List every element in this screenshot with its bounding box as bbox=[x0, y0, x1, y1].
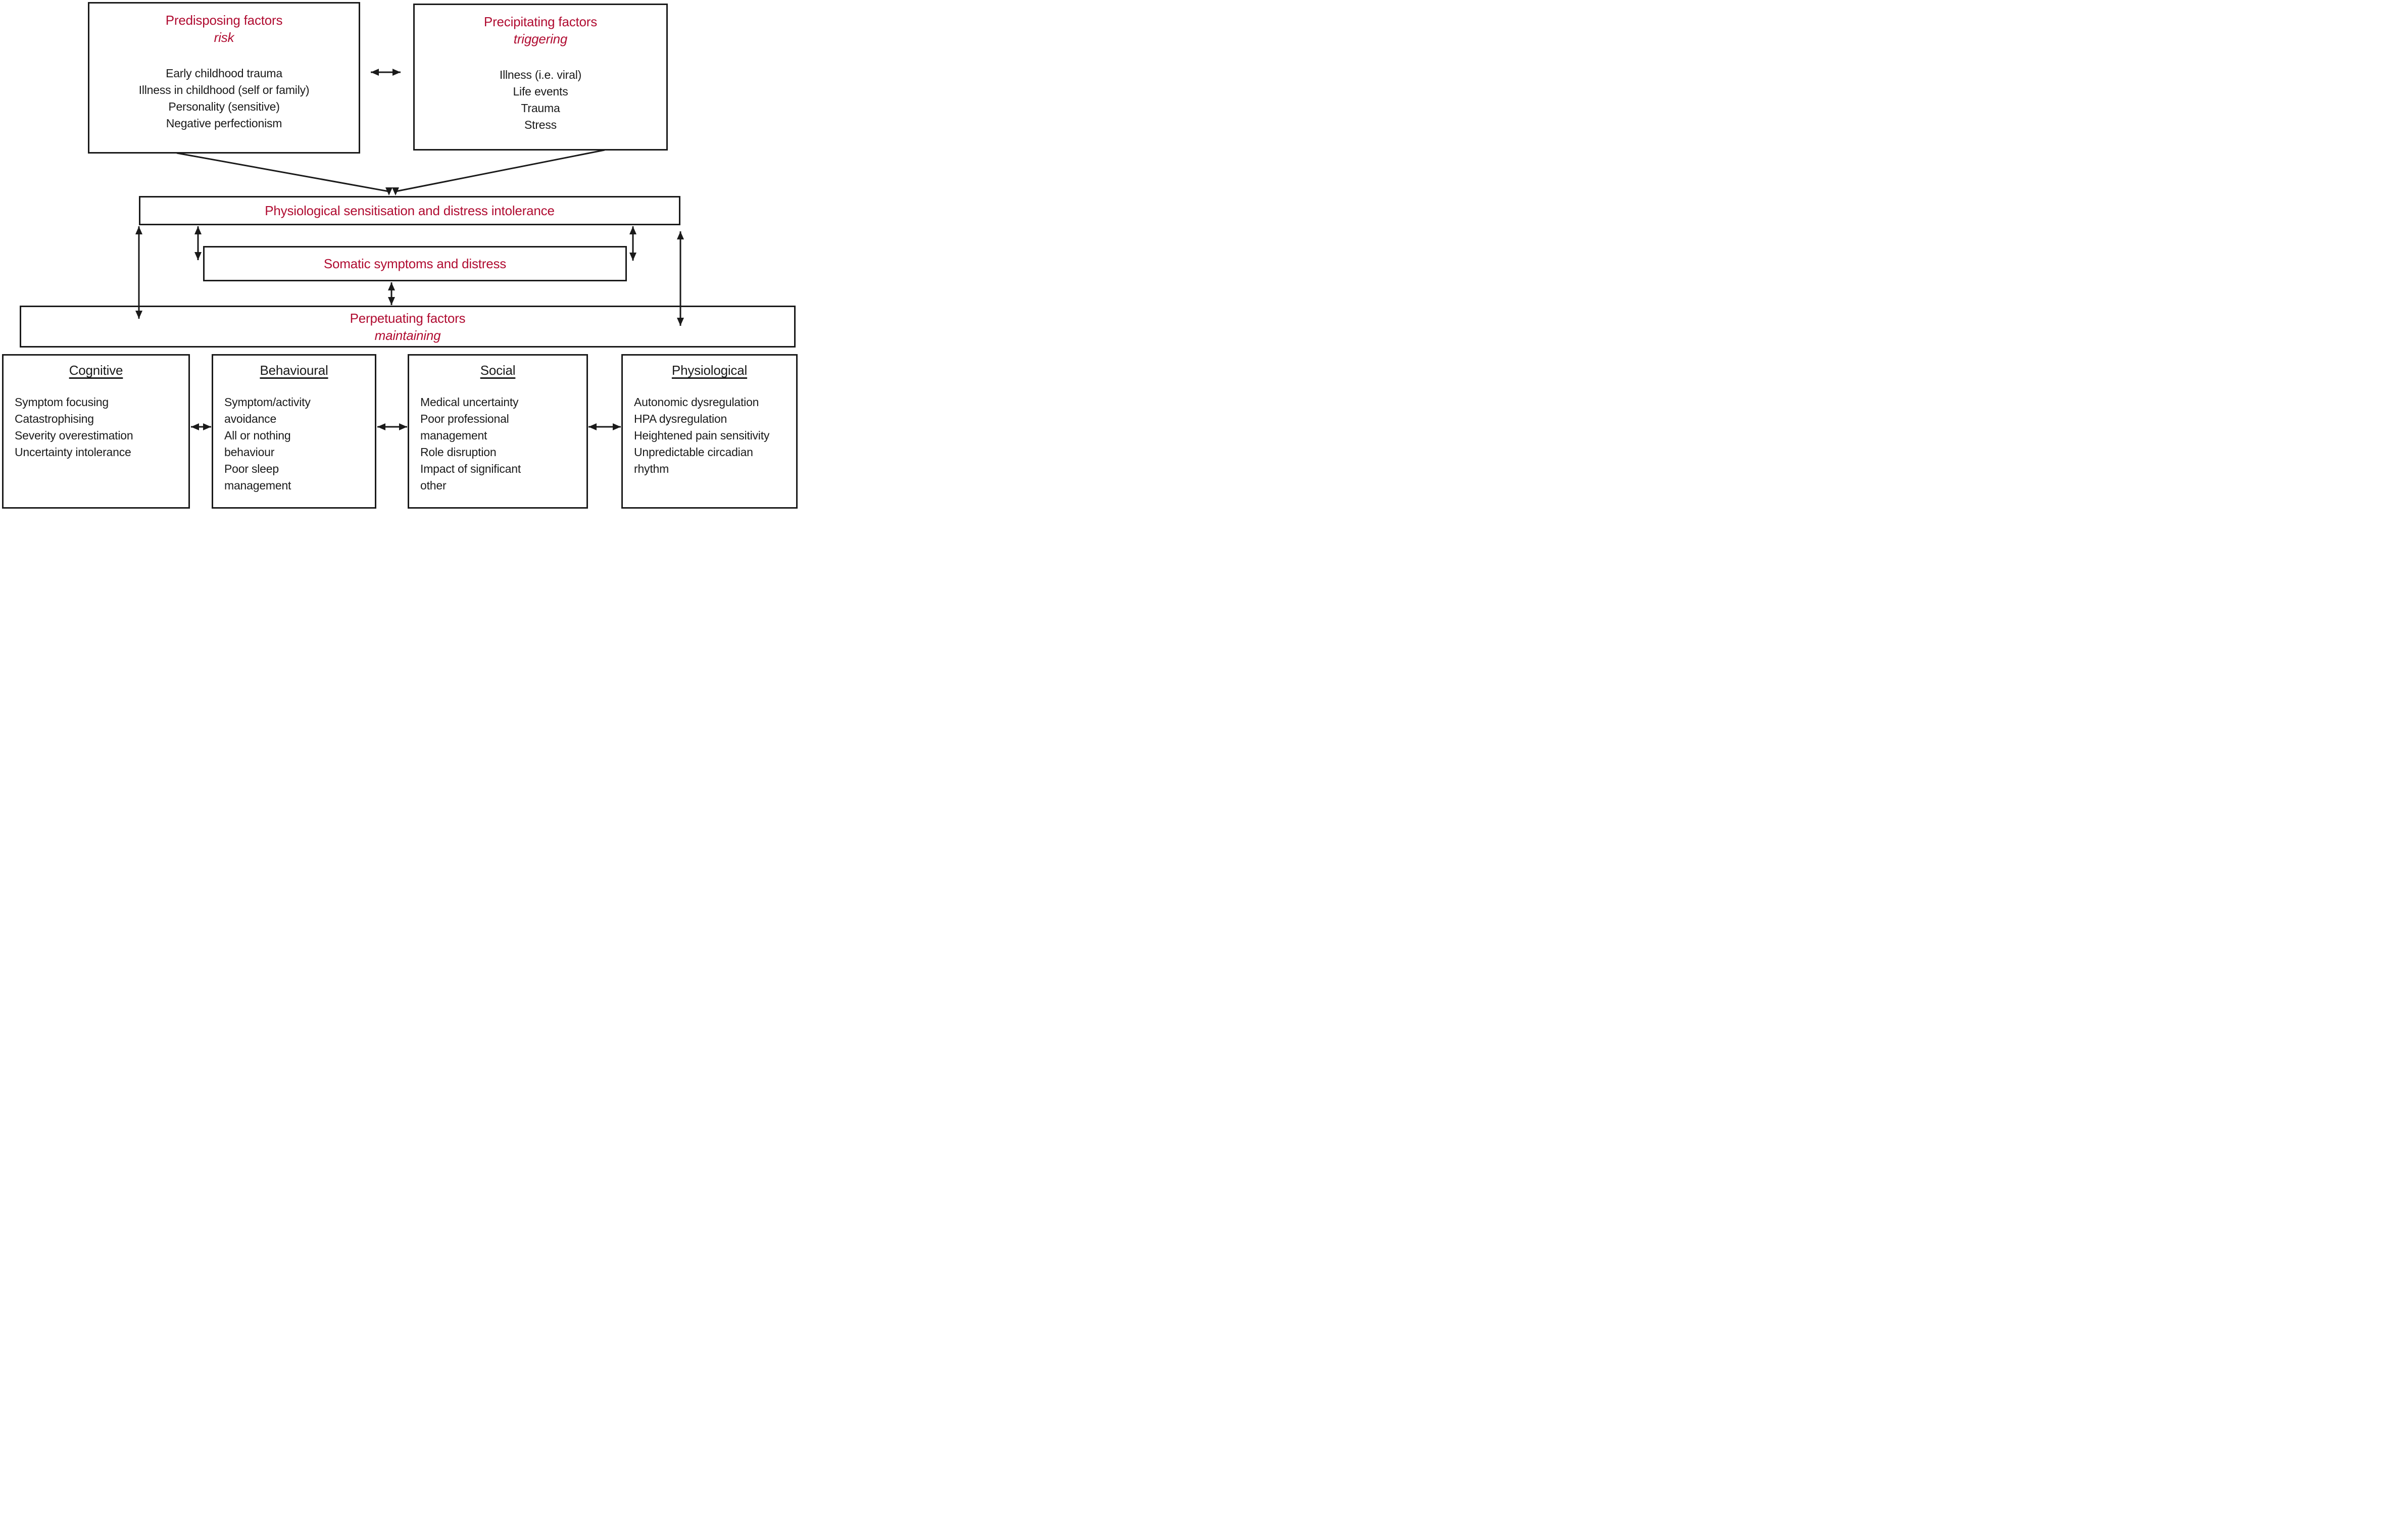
arrow-predisposing-to-sensitisation bbox=[176, 152, 392, 195]
sensitisation-title: Physiological sensitisation and distress… bbox=[265, 203, 555, 218]
list-item: Negative perfectionism bbox=[166, 117, 282, 130]
list-item: Unpredictable circadian rhythm bbox=[634, 446, 753, 475]
list-item: Heightened pain sensitivity bbox=[634, 429, 770, 442]
list-item: Poor sleep management bbox=[224, 462, 291, 492]
behavioural-title: Behavioural bbox=[260, 363, 328, 378]
list-item: Illness (i.e. viral) bbox=[499, 68, 582, 81]
sensitisation-box: Physiological sensitisation and distress… bbox=[139, 196, 680, 225]
list-item: Poor professional management bbox=[420, 412, 509, 442]
perpetuating-subtitle: maintaining bbox=[374, 327, 441, 343]
list-item: Stress bbox=[524, 118, 557, 131]
perpetuating-factors-box: Perpetuating factors maintaining bbox=[20, 306, 796, 348]
somatic-symptoms-box: Somatic symptoms and distress bbox=[203, 246, 627, 281]
list-item: Early childhood trauma bbox=[166, 67, 282, 80]
precipitating-factors-box: Precipitating factors triggering Illness… bbox=[413, 4, 668, 151]
list-item: Illness in childhood (self or family) bbox=[138, 83, 310, 96]
predisposing-factors-box: Predisposing factors risk Early childhoo… bbox=[88, 2, 360, 154]
precipitating-title: Precipitating factors bbox=[483, 14, 598, 29]
perpetuating-title: Perpetuating factors bbox=[350, 310, 466, 326]
list-item: Role disruption bbox=[420, 446, 497, 459]
physiological-title: Physiological bbox=[671, 363, 748, 378]
predisposing-title: Predisposing factors bbox=[165, 13, 283, 28]
list-item: Life events bbox=[513, 85, 568, 98]
somatic-title: Somatic symptoms and distress bbox=[323, 256, 507, 271]
list-item: HPA dysregulation bbox=[634, 412, 727, 425]
list-item: Catastrophising bbox=[15, 412, 94, 425]
formulation-diagram: Predisposing factors risk Early childhoo… bbox=[0, 0, 803, 510]
list-item: Uncertainty intolerance bbox=[15, 446, 131, 459]
cognitive-title: Cognitive bbox=[69, 363, 123, 378]
list-item: Trauma bbox=[521, 102, 560, 115]
list-item: Personality (sensitive) bbox=[168, 100, 280, 113]
social-title: Social bbox=[480, 363, 516, 378]
list-item: Autonomic dysregulation bbox=[634, 396, 759, 409]
list-item: Symptom/activity avoidance bbox=[224, 396, 311, 425]
arrow-precipitating-to-sensitisation bbox=[392, 149, 605, 195]
predisposing-subtitle: risk bbox=[214, 30, 234, 45]
list-item: Severity overestimation bbox=[15, 429, 133, 442]
list-item: All or nothing behaviour bbox=[224, 429, 291, 459]
list-item: Impact of significant other bbox=[420, 462, 521, 492]
list-item: Symptom focusing bbox=[15, 396, 109, 409]
list-item: Medical uncertainty bbox=[420, 396, 519, 409]
precipitating-subtitle: triggering bbox=[513, 31, 568, 46]
